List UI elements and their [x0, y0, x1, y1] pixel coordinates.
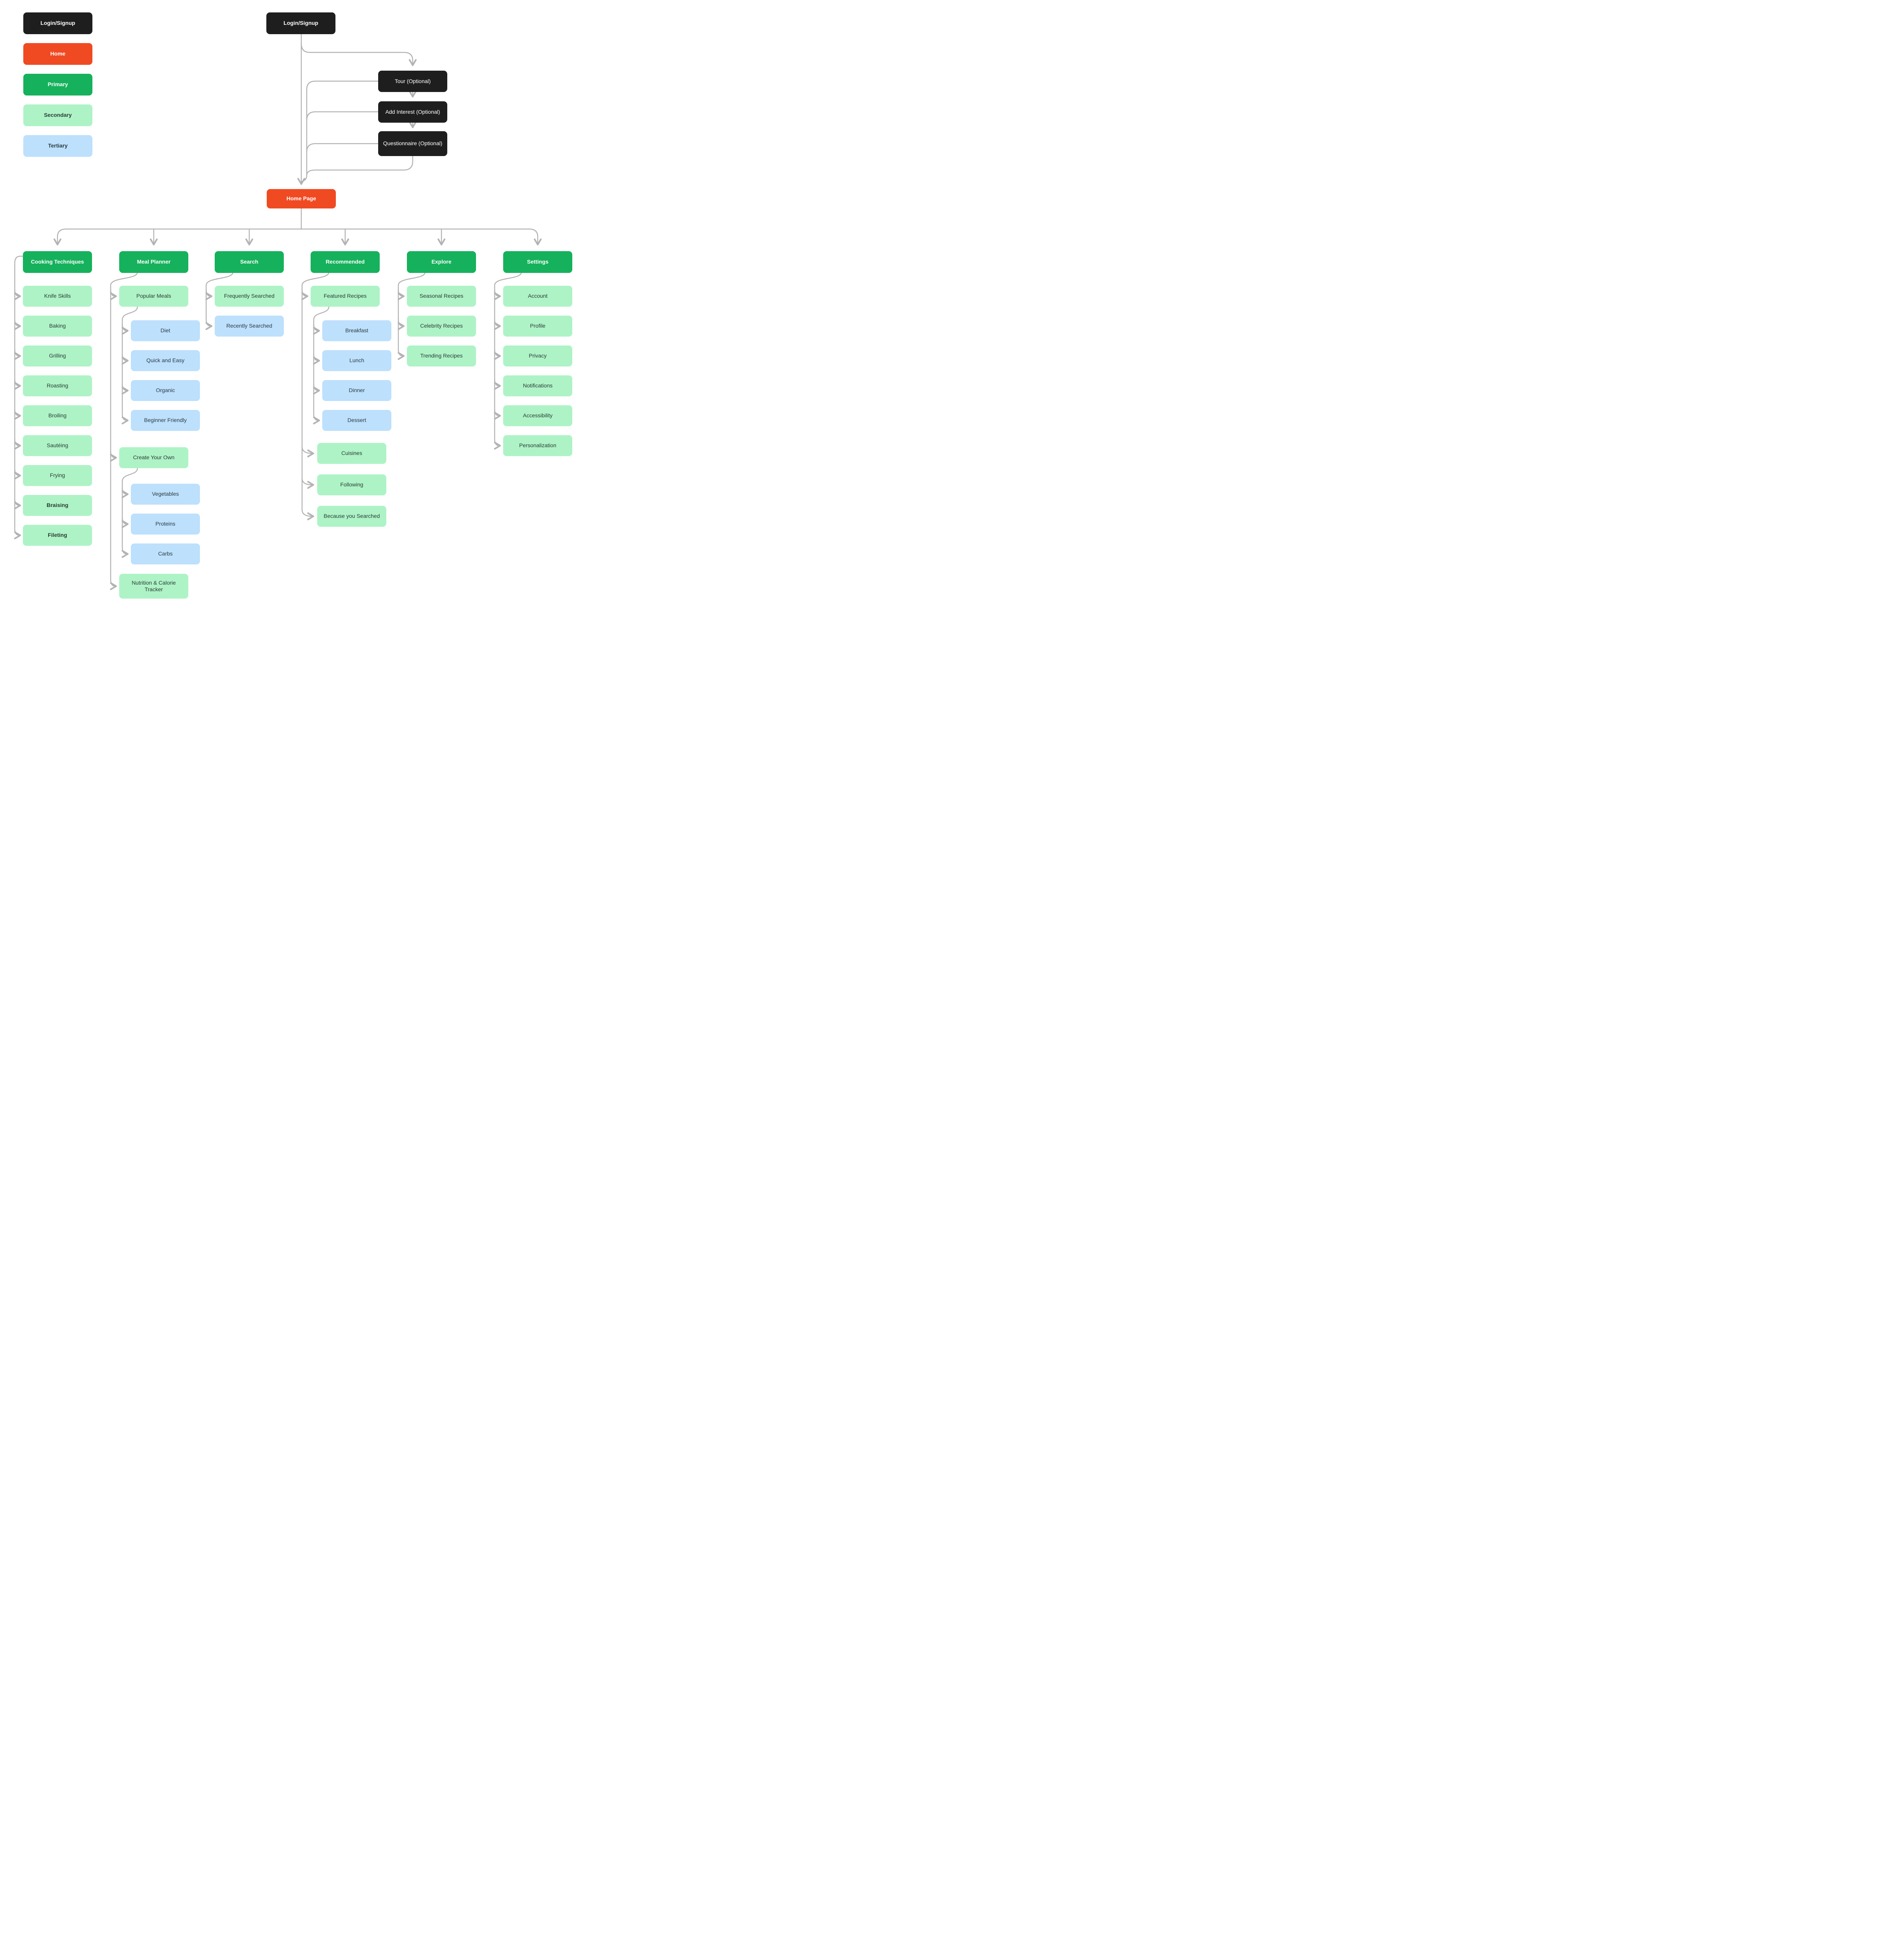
node-privacy[interactable]: Privacy	[503, 345, 572, 366]
node-profile[interactable]: Profile	[503, 316, 572, 337]
node-popular-meals[interactable]: Popular Meals	[119, 286, 188, 307]
node-fileting[interactable]: Fileting	[23, 525, 92, 546]
legend-primary[interactable]: Primary	[23, 74, 92, 95]
node-roasting[interactable]: Roasting	[23, 375, 92, 396]
node-add-interest-optional[interactable]: Add Interest (Optional)	[378, 101, 447, 123]
legend-secondary[interactable]: Secondary	[23, 104, 92, 126]
legend-login-signup[interactable]: Login/Signup	[23, 12, 92, 34]
node-create-your-own[interactable]: Create Your Own	[119, 447, 188, 468]
node-sauteing[interactable]: Sautéing	[23, 435, 92, 456]
node-vegetables[interactable]: Vegetables	[131, 484, 200, 505]
node-nutrition-calorie-tracker[interactable]: Nutrition & Calorie Tracker	[119, 574, 188, 599]
node-home-page[interactable]: Home Page	[267, 189, 336, 208]
node-featured-recipes[interactable]: Featured Recipes	[311, 286, 380, 307]
node-personalization[interactable]: Personalization	[503, 435, 572, 456]
node-questionnaire-optional[interactable]: Questionnaire (Optional)	[378, 131, 447, 156]
node-accessibility[interactable]: Accessibility	[503, 405, 572, 426]
node-broiling[interactable]: Broiling	[23, 405, 92, 426]
node-notifications[interactable]: Notifications	[503, 375, 572, 396]
node-breakfast[interactable]: Breakfast	[322, 320, 391, 341]
sitemap-diagram: Login/Signup Home Primary Secondary Tert…	[0, 0, 589, 608]
node-because-you-searched[interactable]: Because you Searched	[317, 506, 386, 527]
node-following[interactable]: Following	[317, 474, 386, 495]
node-tour-optional[interactable]: Tour (Optional)	[378, 71, 447, 92]
node-knife-skills[interactable]: Knife Skills	[23, 286, 92, 307]
node-trending-recipes[interactable]: Trending Recipes	[407, 345, 476, 366]
node-meal-planner[interactable]: Meal Planner	[119, 251, 188, 273]
node-lunch[interactable]: Lunch	[322, 350, 391, 371]
node-search[interactable]: Search	[215, 251, 284, 273]
node-explore[interactable]: Explore	[407, 251, 476, 273]
node-seasonal-recipes[interactable]: Seasonal Recipes	[407, 286, 476, 307]
node-settings[interactable]: Settings	[503, 251, 572, 273]
node-dinner[interactable]: Dinner	[322, 380, 391, 401]
node-organic[interactable]: Organic	[131, 380, 200, 401]
node-diet[interactable]: Diet	[131, 320, 200, 341]
node-baking[interactable]: Baking	[23, 316, 92, 337]
node-frequently-searched[interactable]: Frequently Searched	[215, 286, 284, 307]
node-recently-searched[interactable]: Recently Searched	[215, 316, 284, 337]
legend-home[interactable]: Home	[23, 43, 92, 65]
node-carbs[interactable]: Carbs	[131, 543, 200, 564]
node-celebrity-recipes[interactable]: Celebrity Recipes	[407, 316, 476, 337]
connector-lines	[14, 33, 542, 590]
node-frying[interactable]: Frying	[23, 465, 92, 486]
node-proteins[interactable]: Proteins	[131, 514, 200, 535]
node-login-signup[interactable]: Login/Signup	[266, 12, 335, 34]
node-recommended[interactable]: Recommended	[311, 251, 380, 273]
node-cuisines[interactable]: Cuisines	[317, 443, 386, 464]
node-quick-and-easy[interactable]: Quick and Easy	[131, 350, 200, 371]
node-grilling[interactable]: Grilling	[23, 345, 92, 366]
node-braising[interactable]: Braising	[23, 495, 92, 516]
node-beginner-friendly[interactable]: Beginner Friendly	[131, 410, 200, 431]
node-cooking-techniques[interactable]: Cooking Techniques	[23, 251, 92, 273]
node-account[interactable]: Account	[503, 286, 572, 307]
legend-tertiary[interactable]: Tertiary	[23, 135, 92, 157]
node-dessert[interactable]: Dessert	[322, 410, 391, 431]
